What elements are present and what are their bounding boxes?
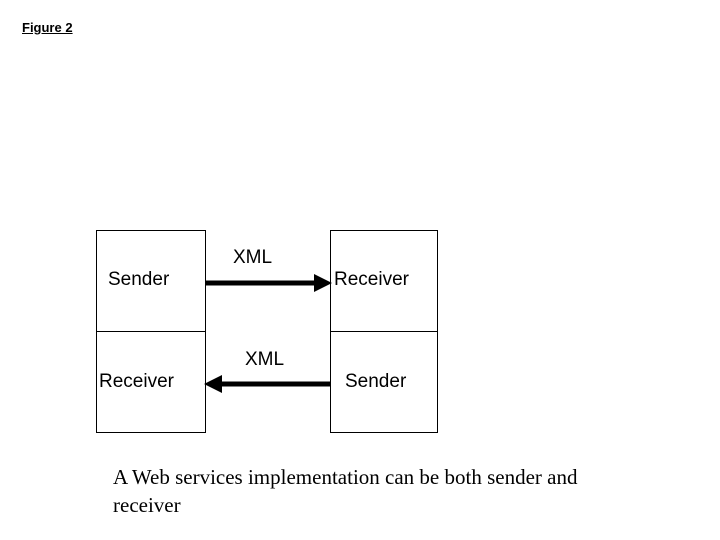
node-label-receiver-left: Receiver xyxy=(99,371,174,392)
figure-caption: A Web services implementation can be bot… xyxy=(113,465,578,517)
node-label-sender-left: Sender xyxy=(108,269,170,290)
arrow-left-icon xyxy=(204,375,330,393)
edge-label-xml-bottom: XML xyxy=(245,349,285,370)
arrow-right-icon xyxy=(206,274,332,292)
node-label-sender-right: Sender xyxy=(345,371,407,392)
node-box-sender-right xyxy=(330,331,438,433)
edge-label-xml-top: XML xyxy=(233,247,273,268)
node-label-receiver-right: Receiver xyxy=(334,269,409,290)
figure-title: Figure 2 xyxy=(22,20,73,35)
